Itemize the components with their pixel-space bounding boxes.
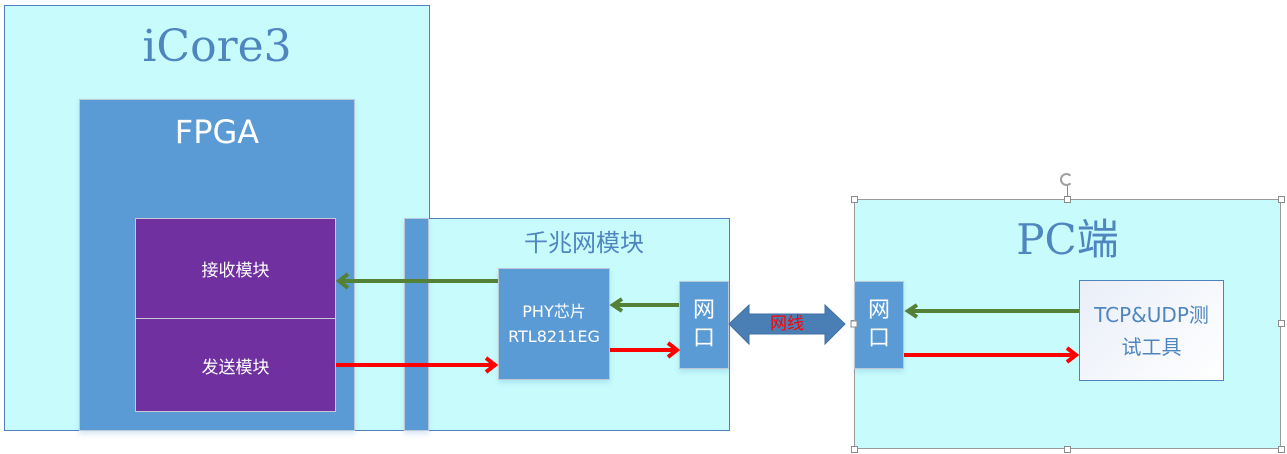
rotate-handle-stem bbox=[1067, 186, 1068, 197]
phy-chip: PHY芯片 RTL8211EG bbox=[498, 268, 610, 380]
resize-handle-middle-right[interactable] bbox=[1278, 320, 1285, 327]
fpga-title: FPGA bbox=[174, 113, 260, 151]
receive-module: 接收模块 bbox=[135, 218, 336, 319]
resize-handle-bottom-right[interactable] bbox=[1278, 446, 1285, 453]
resize-handle-top-right[interactable] bbox=[1278, 196, 1285, 203]
cable-double-arrow bbox=[728, 303, 846, 346]
module-port-char1: 网 bbox=[692, 298, 715, 323]
cable-label: 网线 bbox=[770, 314, 804, 334]
icore3-title: iCore3 bbox=[142, 21, 292, 72]
tool-label-line2: 试工具 bbox=[1121, 334, 1182, 359]
tx-arrow-pc-port-to-tool bbox=[904, 346, 1080, 364]
rotate-handle-icon[interactable] bbox=[1060, 173, 1073, 186]
pc-port-char1: 网 bbox=[867, 298, 890, 323]
cable-connector-handle[interactable] bbox=[850, 320, 858, 328]
rx-arrow-tool-to-pc-port bbox=[904, 303, 1079, 319]
phy-chip-model: RTL8211EG bbox=[508, 327, 600, 346]
resize-handle-bottom-middle[interactable] bbox=[1064, 446, 1071, 453]
resize-handle-top-left[interactable] bbox=[851, 196, 858, 203]
tcp-udp-test-tool: TCP&UDP测 试工具 bbox=[1079, 280, 1224, 381]
pc-title: PC端 bbox=[1016, 215, 1119, 264]
resize-handle-bottom-left[interactable] bbox=[851, 446, 858, 453]
rx-arrow-port-to-phy bbox=[609, 297, 679, 313]
module-network-port: 网 口 bbox=[679, 281, 729, 369]
pc-network-port: 网 口 bbox=[854, 281, 904, 369]
tx-arrow-phy-to-port bbox=[610, 341, 681, 359]
gigabit-module-title: 千兆网模块 bbox=[524, 229, 644, 257]
send-module-label: 发送模块 bbox=[201, 357, 270, 378]
module-port-char2: 口 bbox=[692, 326, 715, 351]
rx-arrow-phy-to-receive bbox=[335, 272, 498, 290]
phy-chip-label: PHY芯片 bbox=[522, 302, 586, 321]
pc-port-char2: 口 bbox=[867, 326, 890, 351]
send-module: 发送模块 bbox=[135, 318, 336, 412]
connector-bar bbox=[404, 218, 429, 431]
tx-arrow-send-to-phy bbox=[336, 356, 499, 374]
tool-label-line1: TCP&UDP测 bbox=[1094, 302, 1209, 327]
receive-module-label: 接收模块 bbox=[201, 261, 270, 281]
